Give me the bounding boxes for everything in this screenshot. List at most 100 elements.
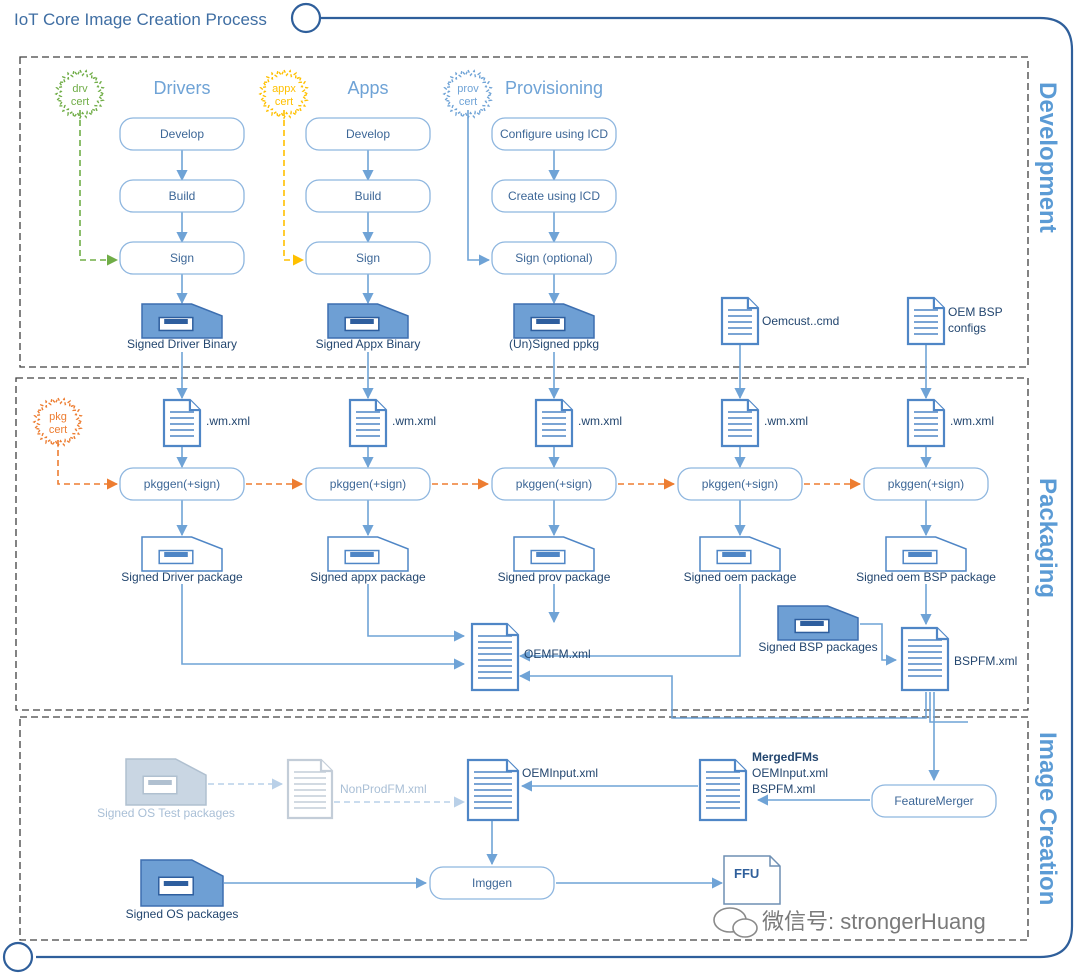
imggen-box: Imggen <box>429 866 555 900</box>
oemfm-doc-icon <box>470 622 520 692</box>
imggen-box-label: Imggen <box>472 876 512 890</box>
driver-package-icon <box>141 536 223 572</box>
wm-xml-apps-doc-icon <box>348 398 388 448</box>
section-title-image-creation: Image Creation <box>1034 732 1061 905</box>
featuremerger-box-label: FeatureMerger <box>894 794 973 808</box>
apps-sign-box: Sign <box>305 241 431 275</box>
oem-bsp-package-icon <box>885 536 967 572</box>
label-signed-driver-package: Signed Driver package <box>121 570 243 584</box>
drivers-develop-box-label: Develop <box>160 127 204 141</box>
pkggen-bsp-box: pkggen(+sign) <box>863 467 989 501</box>
prov-package-icon <box>513 536 595 572</box>
mergedfms-doc-icon <box>698 758 748 822</box>
apps-build-box-label: Build <box>355 189 382 203</box>
appx-package-icon <box>327 536 409 572</box>
packaging-section <box>15 377 1029 711</box>
prov-sign-box: Sign (optional) <box>491 241 617 275</box>
prov-create-box: Create using ICD <box>491 179 617 213</box>
bspfm-doc-icon <box>900 626 950 692</box>
prov-create-box-label: Create using ICD <box>508 189 600 203</box>
oem-bsp-configs-doc-icon <box>906 296 946 346</box>
pkggen-oem-box-label: pkggen(+sign) <box>702 477 778 491</box>
apps-develop-box-label: Develop <box>346 127 390 141</box>
oemcust-doc-icon <box>720 296 760 346</box>
prov-configure-box-label: Configure using ICD <box>500 127 608 141</box>
label-oemcust-cmd: Oemcust..cmd <box>762 314 839 328</box>
label-signed-bsp-packages: Signed BSP packages <box>758 640 877 654</box>
label-mergedfms: MergedFMs <box>752 750 819 764</box>
appx-cert-badge-line1: appx <box>272 83 296 95</box>
oeminput-doc-icon <box>466 758 520 822</box>
watermark-text: 微信号: strongerHuang <box>762 909 986 934</box>
label-signed-prov-package: Signed prov package <box>498 570 611 584</box>
label-wm-xml-drivers: .wm.xml <box>206 414 250 428</box>
os-test-packages-icon <box>125 758 207 806</box>
heading-drivers: Drivers <box>154 78 211 98</box>
drivers-develop-box: Develop <box>119 117 245 151</box>
label-unsigned-ppkg: (Un)Signed ppkg <box>509 337 599 351</box>
image-creation-arrows <box>208 778 870 889</box>
featuremerger-box: FeatureMerger <box>871 784 997 818</box>
pkggen-prov-box-label: pkggen(+sign) <box>516 477 592 491</box>
label-wm-xml-bsp: .wm.xml <box>950 414 994 428</box>
pkggen-prov-box: pkggen(+sign) <box>491 467 617 501</box>
labels: Signed Driver Binary Signed Appx Binary … <box>97 305 1017 921</box>
section-title-development: Development <box>1034 82 1061 233</box>
appx-cert-badge-line2: cert <box>275 96 293 108</box>
nonprodfm-doc-icon <box>286 758 334 820</box>
ffu-document: FFU <box>723 855 781 905</box>
heading-provisioning: Provisioning <box>505 78 603 98</box>
label-signed-appx-package: Signed appx package <box>310 570 426 584</box>
development-arrows <box>79 110 932 400</box>
bsp-packages-icon <box>777 605 859 641</box>
label-oem-bsp-2: configs <box>948 321 986 335</box>
prov-sign-box-label: Sign (optional) <box>515 251 592 265</box>
label-oeminput-xml: OEMInput.xml <box>522 766 598 780</box>
pkg-cert-badge-line1: pkg <box>49 411 67 423</box>
wm-xml-oem-doc-icon <box>720 398 760 448</box>
prov-cert-badge-line2: cert <box>459 96 477 108</box>
ppkg-package-icon <box>513 303 595 339</box>
label-wm-xml-oem: .wm.xml <box>764 414 808 428</box>
label-wm-xml-apps: .wm.xml <box>392 414 436 428</box>
prov-cert-badge-line1: prov <box>457 83 479 95</box>
pkggen-apps-box: pkggen(+sign) <box>305 467 431 501</box>
section-title-packaging: Packaging <box>1034 478 1061 598</box>
pkg-cert-badge-line2: cert <box>49 424 67 436</box>
wm-xml-drivers-doc-icon <box>162 398 202 448</box>
oem-package-icon <box>699 536 781 572</box>
label-signed-oem-bsp-package: Signed oem BSP package <box>856 570 996 584</box>
os-packages-icon <box>140 859 224 907</box>
label-merged-bspfm: BSPFM.xml <box>752 782 815 796</box>
heading-apps: Apps <box>347 78 388 98</box>
label-nonprodfm-xml: NonProdFM.xml <box>340 782 427 796</box>
label-oemfm-xml: OEMFM.xml <box>524 647 591 661</box>
packaging-arrows <box>57 440 968 782</box>
pkggen-apps-box-label: pkggen(+sign) <box>330 477 406 491</box>
driver-binary-package-icon <box>141 303 223 339</box>
label-signed-driver-binary: Signed Driver Binary <box>127 337 237 351</box>
drivers-sign-box: Sign <box>119 241 245 275</box>
label-signed-oem-package: Signed oem package <box>684 570 797 584</box>
pkggen-drivers-box-label: pkggen(+sign) <box>144 477 220 491</box>
apps-develop-box: Develop <box>305 117 431 151</box>
wm-xml-bsp-doc-icon <box>906 398 946 448</box>
drv-cert-badge-line2: cert <box>71 96 89 108</box>
drivers-build-box-label: Build <box>169 189 196 203</box>
apps-sign-box-label: Sign <box>356 251 380 265</box>
label-signed-os-test-packages: Signed OS Test packages <box>97 806 235 820</box>
pkggen-oem-box: pkggen(+sign) <box>677 467 803 501</box>
label-ffu: FFU <box>734 866 759 881</box>
page-title: IoT Core Image Creation Process <box>14 10 267 29</box>
label-wm-xml-prov: .wm.xml <box>578 414 622 428</box>
label-signed-appx-binary: Signed Appx Binary <box>316 337 421 351</box>
pkggen-drivers-box: pkggen(+sign) <box>119 467 245 501</box>
wm-xml-prov-doc-icon <box>534 398 574 448</box>
pkggen-bsp-box-label: pkggen(+sign) <box>888 477 964 491</box>
